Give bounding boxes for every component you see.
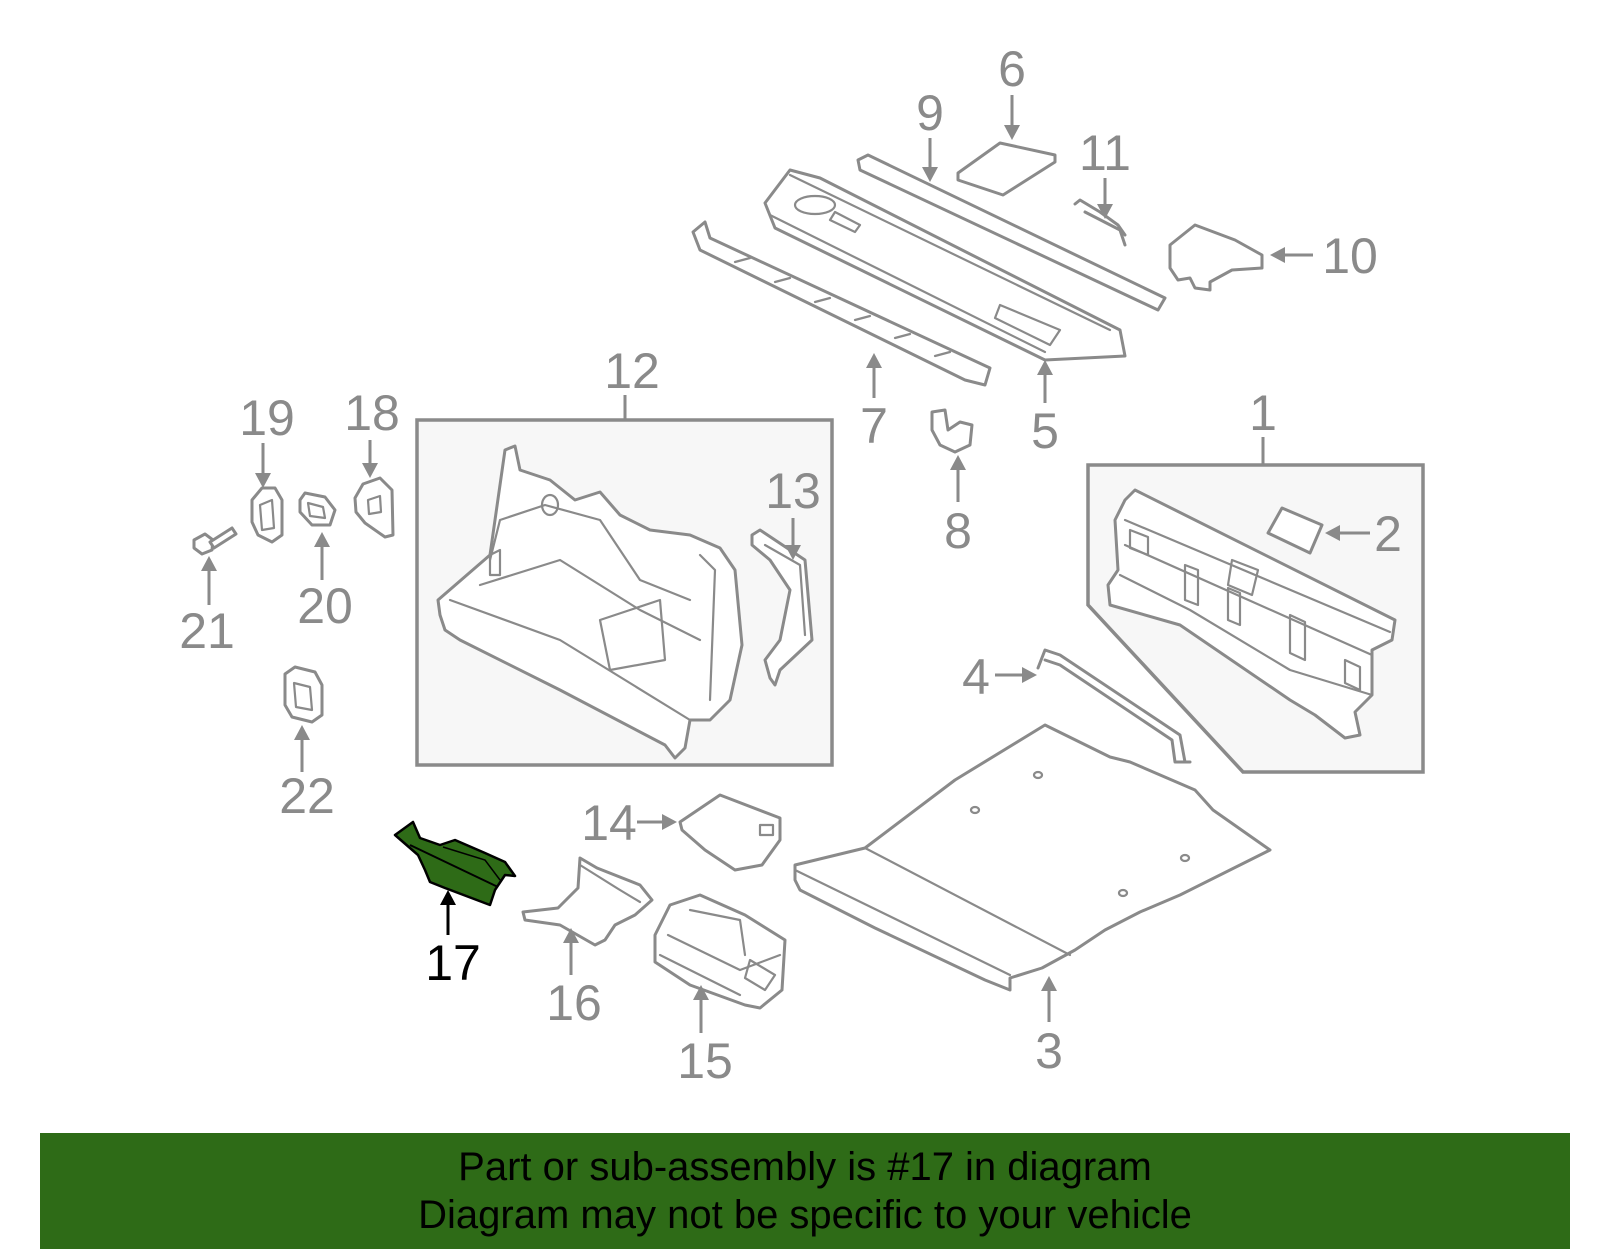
part-11-clip[interactable] <box>1073 198 1127 247</box>
callout-5: 5 <box>1031 403 1059 459</box>
part-2-pad[interactable] <box>1266 506 1324 555</box>
part-22-clip[interactable] <box>283 665 324 724</box>
part-3-floor-mat[interactable] <box>793 723 1272 992</box>
callout-16: 16 <box>546 975 602 1031</box>
callout-21: 21 <box>179 603 235 659</box>
callout-1: 1 <box>1249 385 1277 441</box>
callout-7: 7 <box>860 398 888 454</box>
callout-10: 10 <box>1322 228 1378 284</box>
arrowhead <box>866 353 882 368</box>
banner-line-2: Diagram may not be specific to your vehi… <box>418 1193 1192 1237</box>
callout-12: 12 <box>604 343 660 399</box>
part-7-trim-strip[interactable] <box>691 220 992 387</box>
part-18-clip[interactable] <box>353 476 395 539</box>
part-5-package-tray[interactable] <box>763 168 1127 362</box>
callout-19: 19 <box>239 390 295 446</box>
part-8-bracket[interactable] <box>930 408 974 454</box>
callout-13: 13 <box>765 463 821 519</box>
leader-lines <box>201 95 1370 1033</box>
callout-22: 22 <box>279 768 335 824</box>
part-4-rod[interactable] <box>1036 648 1192 764</box>
arrowhead <box>440 890 456 905</box>
arrowhead <box>1004 125 1020 140</box>
banner-line-1: Part or sub-assembly is #17 in diagram <box>458 1145 1152 1189</box>
arrowhead <box>785 545 801 560</box>
part-6-pad[interactable] <box>956 141 1057 197</box>
callout-15: 15 <box>677 1033 733 1089</box>
callout-17: 17 <box>425 935 481 991</box>
arrowhead <box>1097 204 1113 219</box>
arrowhead <box>950 455 966 470</box>
callout-4: 4 <box>962 649 990 705</box>
arrowhead <box>255 473 271 488</box>
callout-6: 6 <box>998 41 1026 97</box>
part-9-strip[interactable] <box>856 153 1167 312</box>
part-15-tray[interactable] <box>653 893 787 1010</box>
part-1-rear-panel[interactable] <box>1106 488 1397 740</box>
arrowhead <box>922 167 938 182</box>
callout-20: 20 <box>297 578 353 634</box>
arrowhead <box>662 814 677 830</box>
arrowhead <box>294 725 310 740</box>
arrowhead <box>1022 667 1037 683</box>
part-21-bolt[interactable] <box>192 526 238 556</box>
arrowhead <box>1270 247 1285 263</box>
callout-8: 8 <box>944 503 972 559</box>
callout-11: 11 <box>1079 125 1131 181</box>
arrowhead <box>1037 360 1053 375</box>
callout-14: 14 <box>581 795 637 851</box>
part-17-highlighted[interactable] <box>393 820 517 907</box>
arrowhead <box>1325 525 1340 541</box>
arrowhead <box>1041 976 1057 991</box>
info-banner: Part or sub-assembly is #17 in diagram D… <box>40 1133 1570 1249</box>
callout-labels: 6 9 11 10 12 7 5 1 19 18 13 2 8 20 21 4 … <box>179 41 1402 1089</box>
arrowhead <box>314 532 330 547</box>
part-20-clip[interactable] <box>298 491 337 527</box>
callout-3: 3 <box>1035 1023 1063 1079</box>
part-14-cover[interactable] <box>678 793 782 872</box>
part-13-narrow-trim[interactable] <box>750 528 814 687</box>
arrowhead <box>693 985 709 1000</box>
part-10-bracket[interactable] <box>1168 223 1264 292</box>
callout-2: 2 <box>1374 506 1402 562</box>
arrowhead <box>563 928 579 943</box>
part-16-bracket[interactable] <box>521 856 654 947</box>
callout-9: 9 <box>916 85 944 141</box>
callout-18: 18 <box>344 385 400 441</box>
part-12-side-trim[interactable] <box>436 444 744 760</box>
part-19-clip[interactable] <box>250 486 284 544</box>
arrowhead <box>362 463 378 478</box>
arrowhead <box>201 556 217 571</box>
